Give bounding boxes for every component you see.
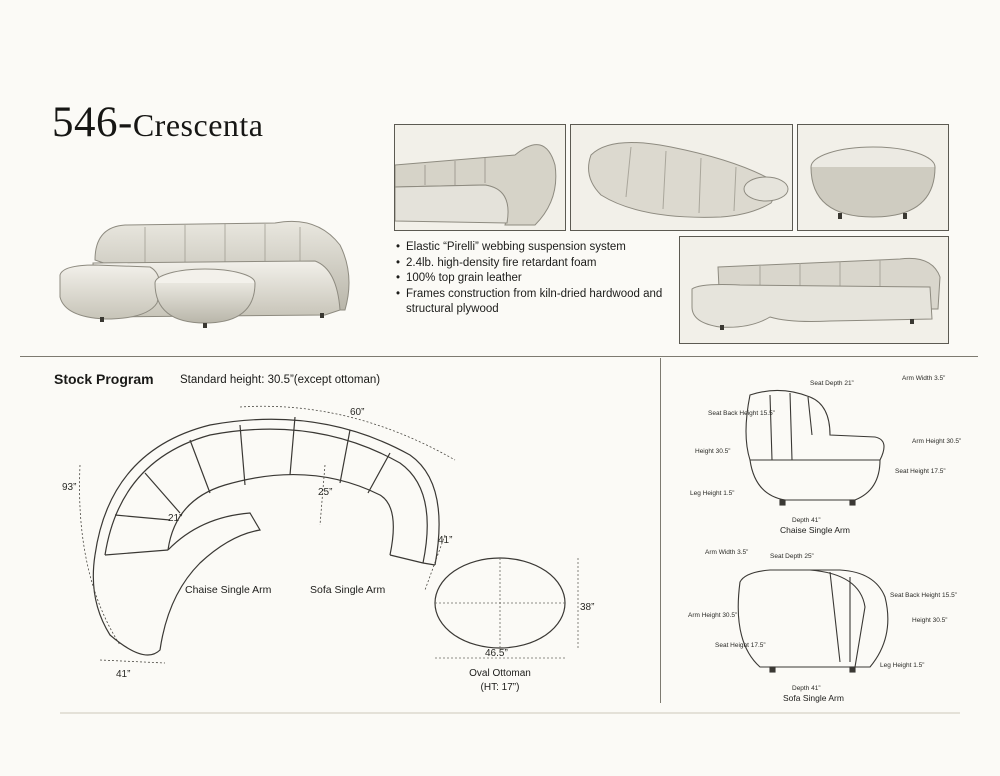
- ottoman-width-dim: 46.5”: [485, 648, 508, 659]
- chaise-height: Height 30.5”: [695, 448, 730, 455]
- bottom-rule: [60, 712, 960, 714]
- product-number: 546-: [52, 99, 133, 146]
- sofa-seat-back-height: Seat Back Height 15.5”: [890, 592, 957, 599]
- ottoman-height-dim: 38”: [580, 602, 594, 613]
- product-title: 546-Crescenta: [52, 98, 263, 147]
- photo-sectional-closeup: [394, 124, 566, 231]
- column-divider: [660, 358, 661, 703]
- dim-left: 93”: [62, 482, 76, 493]
- sofa-depth: Depth 41”: [792, 685, 821, 692]
- chaise-arm-height: Arm Height 30.5”: [912, 438, 961, 445]
- sofa-side-elevation: Arm Width 3.5” Seat Depth 25” Seat Back …: [680, 542, 970, 707]
- feature-item: 2.4lb. high-density fire retardant foam: [396, 256, 696, 272]
- sectional-plan-diagram: 60” 93” 25” 21” 41” 41” Chaise Single Ar…: [50, 395, 530, 705]
- dim-right: 41”: [438, 535, 452, 546]
- sofa-height: Height 30.5”: [912, 617, 947, 624]
- product-name: Crescenta: [132, 107, 264, 143]
- sofa-arm-width: Arm Width 3.5”: [705, 549, 748, 556]
- feature-item: Frames construction from kiln-dried hard…: [396, 287, 696, 318]
- chaise-side-elevation: Seat Depth 21” Arm Width 3.5” Seat Back …: [680, 365, 970, 540]
- dim-inner-small: 21”: [168, 513, 182, 524]
- sofa-seat-height: Seat Height 17.5”: [715, 642, 766, 649]
- dim-top: 60”: [350, 407, 364, 418]
- stock-program-subtitle: Standard height: 30.5”(except ottoman): [180, 374, 381, 386]
- chaise-seat-depth: Seat Depth 21”: [810, 380, 854, 387]
- hero-sectional-image: [55, 205, 365, 340]
- sofa-arm-height: Arm Height 30.5”: [688, 612, 737, 619]
- feature-item: 100% top grain leather: [396, 271, 696, 287]
- chaise-leg-height: Leg Height 1.5”: [690, 490, 734, 497]
- photo-sectional-front: [679, 236, 949, 344]
- feature-list: Elastic “Pirelli” webbing suspension sys…: [396, 240, 696, 318]
- label-sofa-single-arm: Sofa Single Arm: [310, 584, 386, 596]
- dim-inner-depth: 25”: [318, 487, 332, 498]
- chaise-arm-width: Arm Width 3.5”: [902, 375, 945, 382]
- chaise-seat-back-height: Seat Back Height 15.5”: [708, 410, 775, 417]
- sofa-seat-depth: Seat Depth 25”: [770, 553, 814, 560]
- dim-bottom: 41”: [116, 669, 130, 680]
- chaise-depth: Depth 41”: [792, 517, 821, 524]
- oval-ottoman-diagram: 38” 46.5” Oval Ottoman (HT: 17”): [430, 548, 600, 698]
- section-divider: [20, 356, 978, 357]
- label-chaise-single-arm: Chaise Single Arm: [185, 584, 272, 596]
- feature-item: Elastic “Pirelli” webbing suspension sys…: [396, 240, 696, 256]
- photo-sectional-rear: [570, 124, 793, 231]
- chaise-seat-height: Seat Height 17.5”: [895, 468, 946, 475]
- photo-ottoman: [797, 124, 949, 231]
- chaise-side-label: Chaise Single Arm: [780, 525, 850, 535]
- stock-program-title: Stock Program: [54, 371, 154, 387]
- sofa-leg-height: Leg Height 1.5”: [880, 662, 924, 669]
- ottoman-height-note: (HT: 17”): [481, 682, 520, 693]
- ottoman-label: Oval Ottoman: [469, 668, 531, 679]
- sofa-side-label: Sofa Single Arm: [783, 693, 844, 703]
